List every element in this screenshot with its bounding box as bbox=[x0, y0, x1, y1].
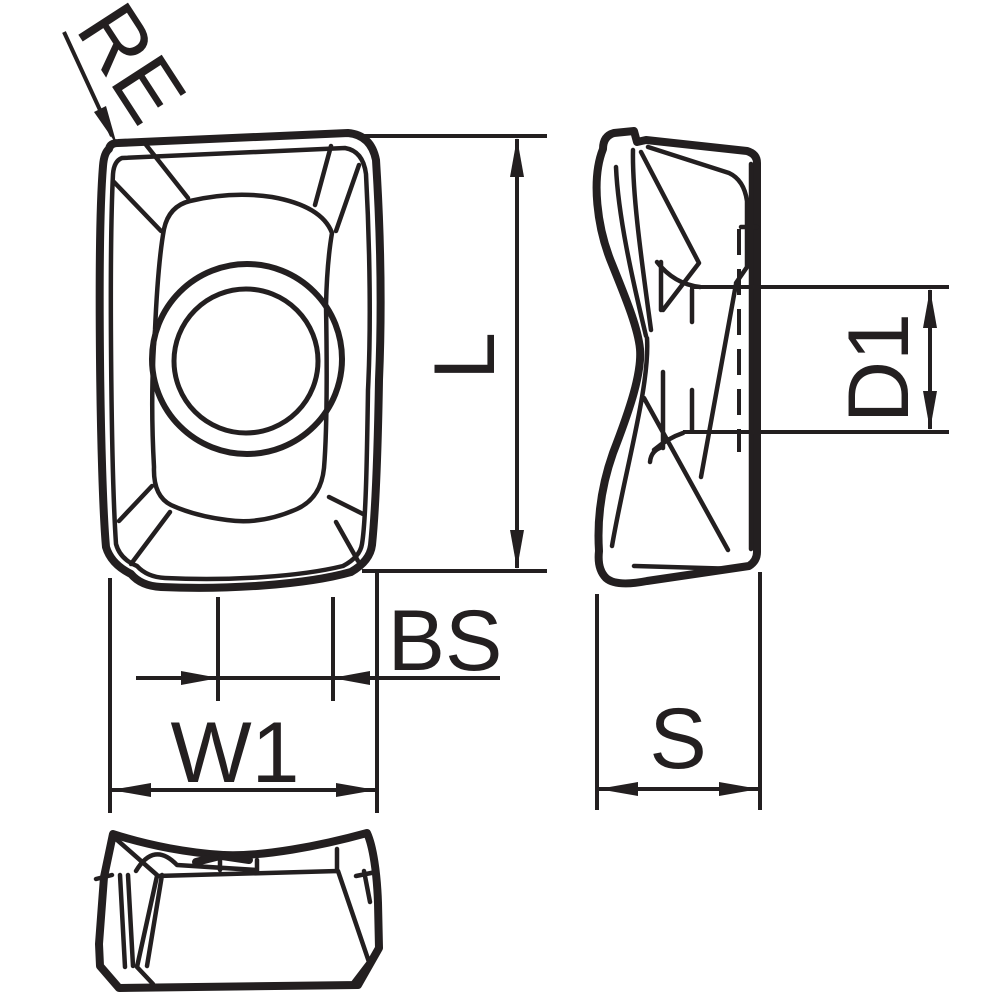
label-wiper-edge-length: BS bbox=[388, 593, 503, 689]
side-view-outline bbox=[592, 127, 761, 588]
corner-facet-lines bbox=[110, 138, 366, 567]
screw-hole-countersink-circle bbox=[149, 261, 345, 457]
l-extension-lines bbox=[356, 134, 547, 573]
front-view-detail-lines bbox=[93, 836, 379, 987]
face-view bbox=[95, 129, 385, 592]
bs-arrowhead-right bbox=[332, 671, 370, 685]
screw-hole-bore-circle bbox=[171, 286, 321, 436]
s-extension-lines bbox=[595, 572, 762, 810]
label-edge-length: L bbox=[417, 332, 513, 380]
label-width: W1 bbox=[171, 705, 300, 801]
d1-arrowhead-bottom bbox=[923, 391, 937, 430]
side-view bbox=[592, 127, 761, 588]
w1-extension-lines bbox=[108, 571, 379, 813]
dimension-w1 bbox=[108, 571, 379, 813]
label-thickness: S bbox=[649, 691, 706, 787]
s-arrowhead-left bbox=[598, 782, 638, 796]
bs-extension-ticks bbox=[216, 597, 335, 701]
w1-arrowhead-right bbox=[336, 783, 376, 797]
face-view-inner-outline bbox=[108, 145, 372, 582]
d1-arrowhead-top bbox=[923, 289, 937, 328]
front-view-outline bbox=[95, 829, 383, 992]
d1-extension-lines bbox=[683, 285, 949, 434]
front-view bbox=[93, 829, 383, 992]
re-leader-arrowhead bbox=[94, 106, 117, 145]
dimension-l bbox=[356, 134, 547, 573]
raised-face-outline bbox=[149, 192, 335, 524]
w1-arrowhead-left bbox=[111, 783, 151, 797]
s-arrowhead-right bbox=[719, 782, 759, 796]
face-view-outer-outline bbox=[95, 129, 385, 592]
bs-arrowhead-left bbox=[181, 671, 219, 685]
label-hole-diameter: D1 bbox=[831, 313, 927, 423]
side-view-detail-lines bbox=[609, 144, 760, 572]
l-arrowhead-top bbox=[510, 138, 524, 177]
l-arrowhead-bottom bbox=[510, 530, 524, 569]
